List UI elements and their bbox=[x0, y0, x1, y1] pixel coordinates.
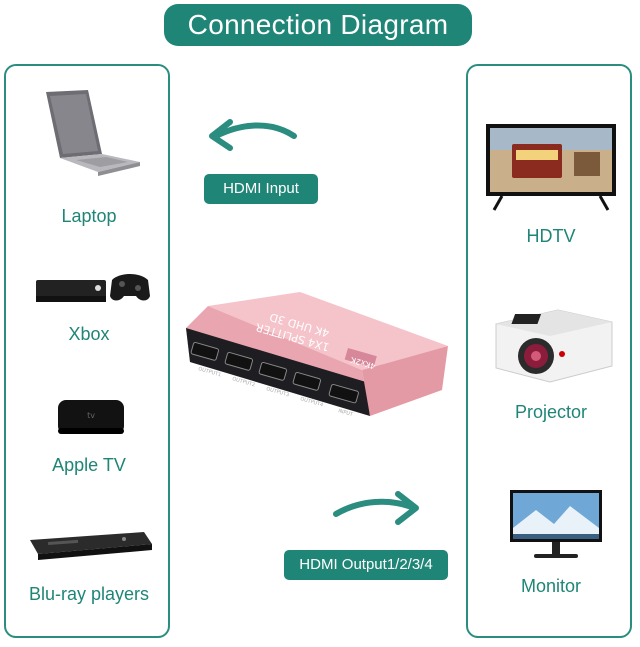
hdtv-icon bbox=[486, 124, 616, 211]
source-devices-panel: Laptop Xbox tv Apple TV Blu-ray players bbox=[4, 64, 170, 638]
display-devices-panel: HDTV Projector Monitor bbox=[466, 64, 632, 638]
apple-tv-icon: tv bbox=[58, 400, 124, 434]
input-arrow-icon bbox=[209, 119, 297, 151]
source-label-bluray: Blu-ray players bbox=[28, 584, 150, 604]
svg-text:tv: tv bbox=[87, 411, 95, 420]
display-label-hdtv: HDTV bbox=[526, 226, 576, 246]
xbox-icon bbox=[36, 274, 150, 302]
bluray-player-icon bbox=[30, 532, 152, 560]
monitor-icon bbox=[510, 490, 602, 558]
diagram-title: Connection Diagram bbox=[164, 4, 472, 46]
port-output4 bbox=[292, 371, 322, 391]
source-label-xbox: Xbox bbox=[68, 324, 110, 344]
port-output2 bbox=[224, 351, 254, 371]
hdmi-input-tag: HDMI Input bbox=[204, 174, 318, 204]
laptop-icon bbox=[46, 90, 140, 176]
display-label-monitor: Monitor bbox=[520, 576, 582, 596]
hdmi-output-tag: HDMI Output1/2/3/4 bbox=[284, 550, 448, 580]
output-arrow-icon bbox=[333, 491, 419, 525]
source-label-apple-tv: Apple TV bbox=[52, 455, 126, 475]
port-output1 bbox=[190, 341, 220, 361]
port-label-input: INPUT bbox=[337, 408, 354, 418]
display-label-projector: Projector bbox=[514, 402, 588, 422]
hdmi-splitter-device: 4K UHD 3D 1X4 SPLITTER 4Kx2K OUTPUT1 OUT… bbox=[186, 292, 448, 418]
projector-icon bbox=[495, 309, 613, 383]
port-output3 bbox=[258, 361, 288, 381]
source-label-laptop: Laptop bbox=[61, 206, 117, 226]
port-input bbox=[328, 383, 359, 404]
